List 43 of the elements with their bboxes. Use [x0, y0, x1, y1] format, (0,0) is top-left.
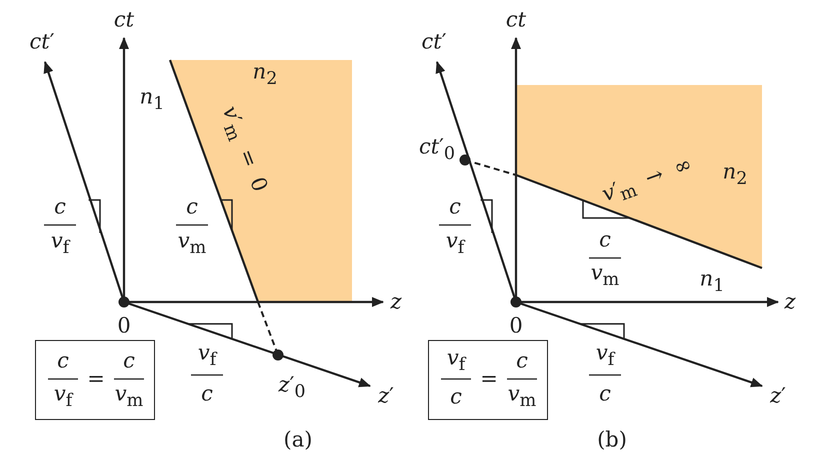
axis-label: ct′ — [30, 32, 54, 52]
fraction-numerator: c — [123, 350, 135, 372]
equation-box — [35, 340, 155, 420]
origin-label: 0 — [117, 316, 131, 336]
axis-label: ct — [506, 10, 526, 30]
fraction-numerator: v$_{f}$ — [596, 342, 614, 370]
fraction-numerator: c — [186, 196, 198, 218]
axis-label: ct — [114, 10, 134, 30]
region-label: n$_{2}$ — [722, 162, 748, 188]
fraction-denominator: c — [450, 386, 462, 408]
axis-label: z — [784, 292, 796, 312]
fraction-numerator: c — [599, 230, 611, 250]
equals-sign: = — [480, 368, 498, 390]
fraction-denominator: v$_{m}$ — [178, 230, 206, 258]
panel-label: (b) — [597, 430, 627, 450]
point-label: z′$_{0}$ — [278, 374, 306, 402]
fraction-numerator: c — [54, 196, 66, 218]
point-label: ct′$_{0}$ — [418, 136, 456, 164]
fraction-numerator: c — [449, 196, 461, 218]
fraction-numerator: c — [516, 350, 528, 372]
axis-label: z′ — [770, 386, 786, 406]
fraction-denominator: v$_{f}$ — [54, 384, 72, 410]
axis-label: z′ — [378, 386, 394, 406]
equation-box — [428, 340, 548, 420]
fraction-denominator: v$_{m}$ — [590, 262, 620, 290]
fraction-denominator: v$_{m}$ — [114, 384, 144, 410]
fraction-numerator: v$_{f}$ — [446, 348, 466, 374]
fraction-numerator: v$_{f}$ — [198, 342, 216, 370]
equals-sign: = — [87, 368, 105, 390]
fraction-denominator: v$_{f}$ — [446, 230, 464, 258]
fraction-denominator: c — [599, 384, 611, 404]
region-label: n$_{1}$ — [700, 268, 724, 296]
origin-label: 0 — [509, 316, 523, 336]
fraction-denominator: c — [201, 384, 213, 404]
fraction-numerator: c — [57, 350, 69, 372]
fraction-denominator: v$_{f}$ — [50, 230, 70, 258]
fraction-denominator: v$_{m}$ — [508, 384, 536, 410]
region-label: n$_{1}$ — [140, 86, 164, 114]
line-label: v′$_{m}$ → ∞ — [599, 153, 696, 208]
region-label: n$_{2}$ — [252, 62, 278, 88]
panel-label: (a) — [284, 430, 312, 450]
axis-label: z — [390, 292, 402, 312]
axis-label: ct′ — [422, 32, 446, 52]
